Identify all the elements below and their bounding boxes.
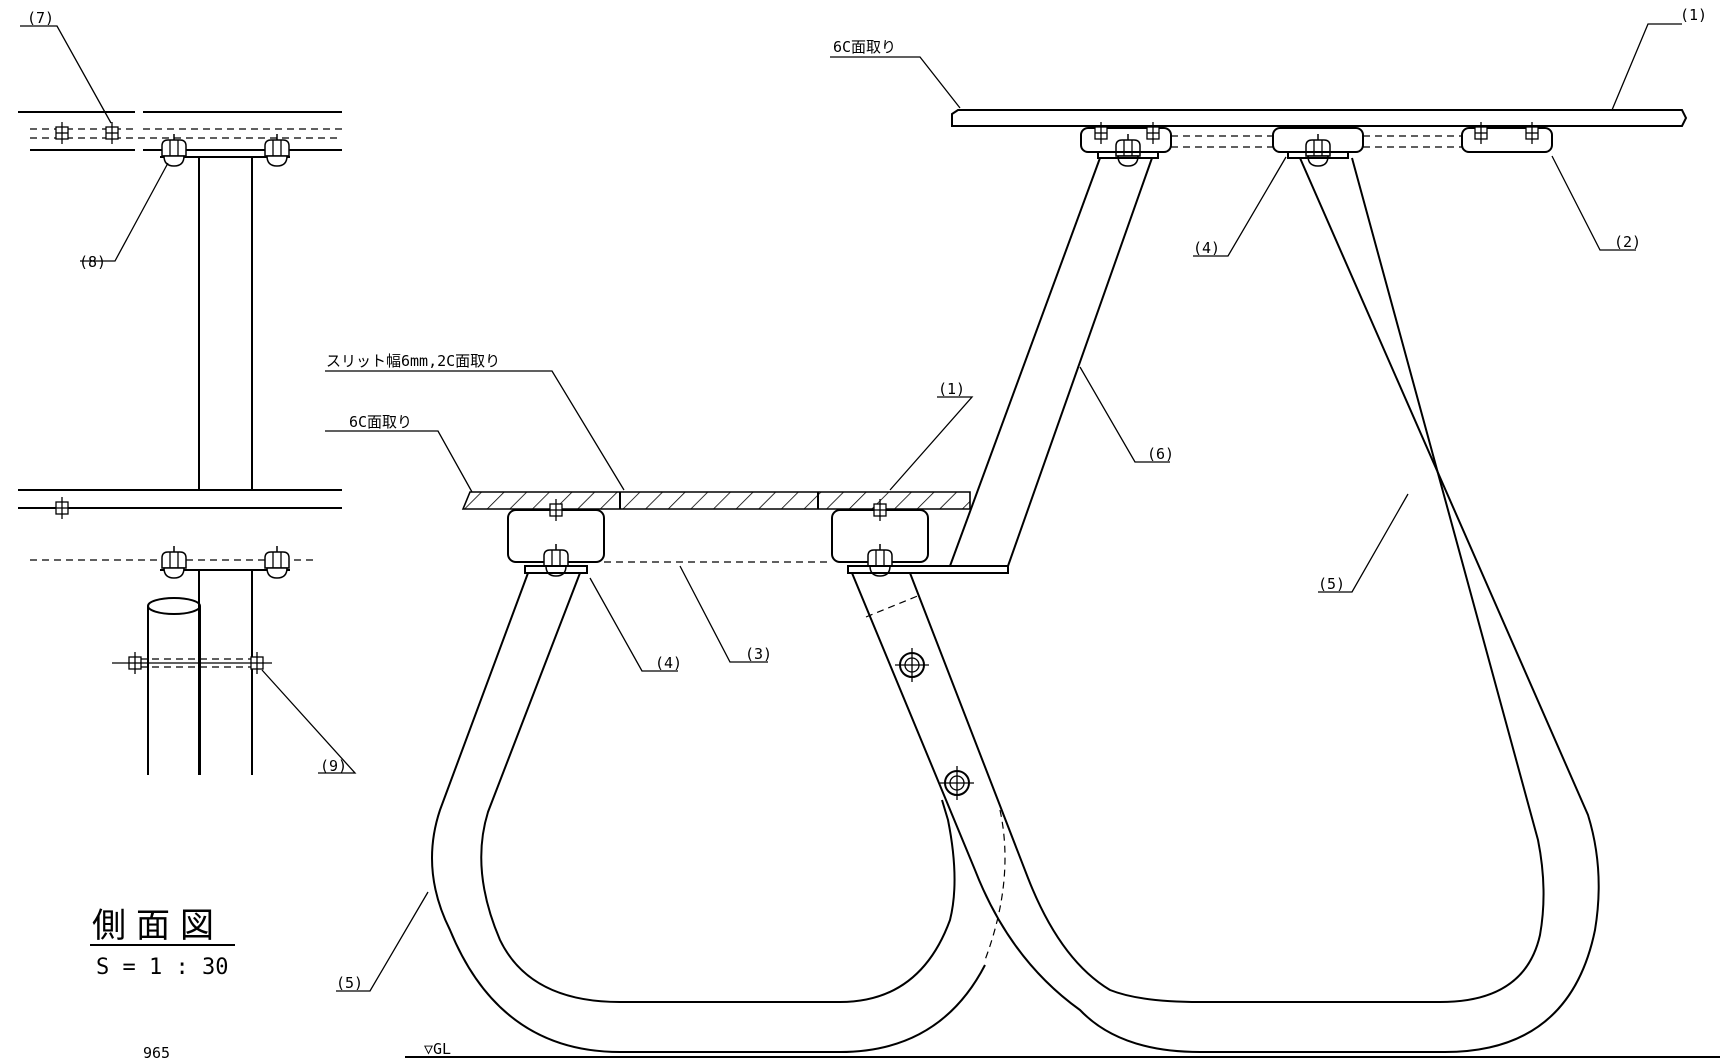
part-label-6: (6) [1147, 445, 1174, 463]
note-slit: スリット幅6mm,2C面取り [326, 352, 500, 370]
notes: 6C面取り スリット幅6mm,2C面取り 6C面取り [326, 38, 896, 431]
part-label-7: (7) [27, 9, 54, 27]
drawing-scale: S = 1 : 30 [96, 955, 228, 980]
part-label-5-left: (5) [336, 974, 363, 992]
part-label-5-right: (5) [1318, 575, 1345, 593]
title-block: 側面図 S = 1 : 30 965 ▽GL [90, 906, 451, 1059]
part-labels: (7) (8) (9) (1) (2) (4) (1) (6) (5) (4) … [27, 6, 1707, 992]
note-chamfer-table: 6C面取り [833, 38, 896, 56]
drawing-title: 側面図 [92, 906, 224, 946]
ground-level-label: ▽GL [424, 1040, 451, 1058]
part-label-8: (8) [79, 253, 106, 271]
part-label-4-seat: (4) [655, 654, 682, 672]
part-label-1-top: (1) [1680, 6, 1707, 24]
bench-side-view [325, 23, 1720, 1058]
bottom-dimension: 965 [143, 1044, 170, 1059]
part-label-1-seat: (1) [938, 380, 965, 398]
part-label-9: (9) [320, 757, 347, 775]
part-label-2: (2) [1614, 233, 1641, 251]
part-label-4-top: (4) [1193, 239, 1220, 257]
note-chamfer-seat: 6C面取り [349, 413, 412, 431]
left-detail-view [18, 25, 357, 775]
part-label-3: (3) [745, 645, 772, 663]
